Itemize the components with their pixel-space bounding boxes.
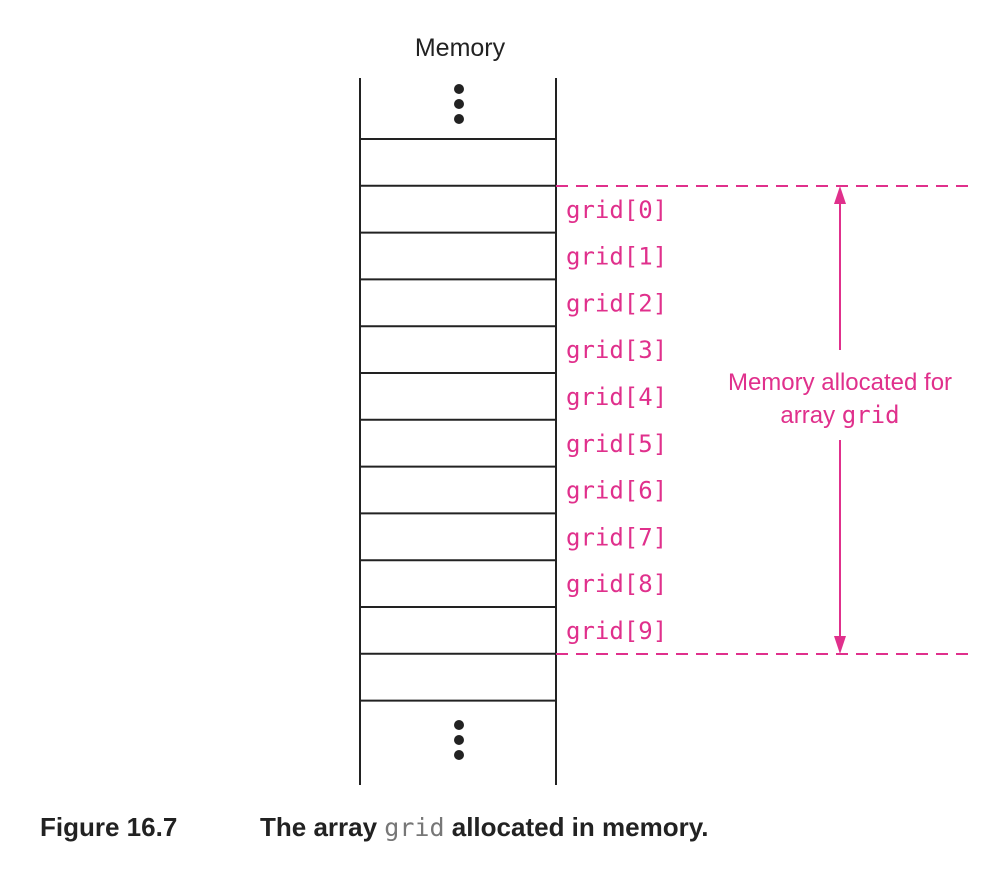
- bottom-ellipsis-icon: [454, 720, 464, 760]
- caption-text-after: allocated in memory.: [444, 812, 709, 842]
- figure-caption: Figure 16.7 The array grid allocated in m…: [40, 812, 708, 843]
- memory-title: Memory: [415, 34, 506, 62]
- allocation-extent-arrow: [834, 186, 846, 654]
- annotation-line-2: array grid: [780, 401, 899, 429]
- element-label: grid[1]: [566, 243, 667, 271]
- arrow-down-icon: [834, 636, 846, 654]
- element-label: grid[9]: [566, 617, 667, 645]
- element-label: grid[0]: [566, 196, 667, 224]
- top-ellipsis-icon: [454, 84, 464, 124]
- caption-code: grid: [384, 813, 445, 842]
- annotation-line-2-code: grid: [842, 401, 900, 429]
- element-label: grid[5]: [566, 430, 667, 458]
- figure-number: Figure 16.7: [40, 812, 178, 842]
- element-label: grid[7]: [566, 523, 667, 551]
- element-labels: grid[0] grid[1] grid[2] grid[3] grid[4] grid[…: [566, 196, 667, 645]
- arrow-up-icon: [834, 186, 846, 204]
- annotation-line-2-prefix: array: [780, 402, 841, 429]
- element-label: grid[3]: [566, 336, 667, 364]
- memory-diagram: Memory grid[0]grid[1]grid[2]grid[3]grid[…: [359, 34, 968, 785]
- caption-text-before: The array: [260, 812, 385, 842]
- element-label: grid[4]: [566, 383, 667, 411]
- annotation-line-1: Memory allocated for: [728, 369, 952, 396]
- element-label: grid[2]: [566, 289, 667, 317]
- element-label: grid[6]: [566, 477, 667, 505]
- element-label: grid[8]: [566, 570, 667, 598]
- memory-cell-dividers: [360, 138, 556, 702]
